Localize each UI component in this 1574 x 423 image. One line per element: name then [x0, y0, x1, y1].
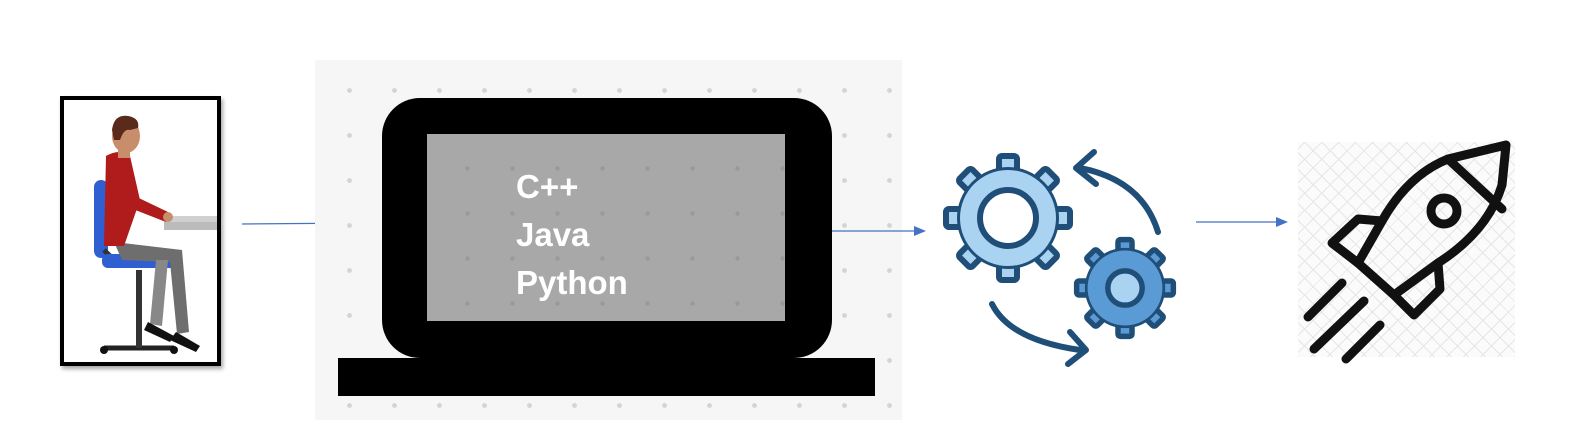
arrow-laptop-to-gears	[832, 226, 926, 236]
rocket-icon	[1303, 140, 1511, 364]
arrow-gears-to-rocket	[1196, 217, 1288, 227]
programming-languages-list: C++ Java Python	[516, 163, 628, 307]
laptop-base	[338, 358, 875, 396]
gears-cycle-icon	[930, 149, 1190, 367]
person-at-desk-icon	[94, 115, 217, 354]
rocket-image-background	[1298, 142, 1515, 357]
developer-image-frame	[60, 96, 221, 366]
language-item: C++	[516, 168, 579, 205]
language-item: Python	[516, 264, 628, 301]
language-item: Java	[516, 216, 590, 253]
laptop-screen	[427, 134, 785, 321]
